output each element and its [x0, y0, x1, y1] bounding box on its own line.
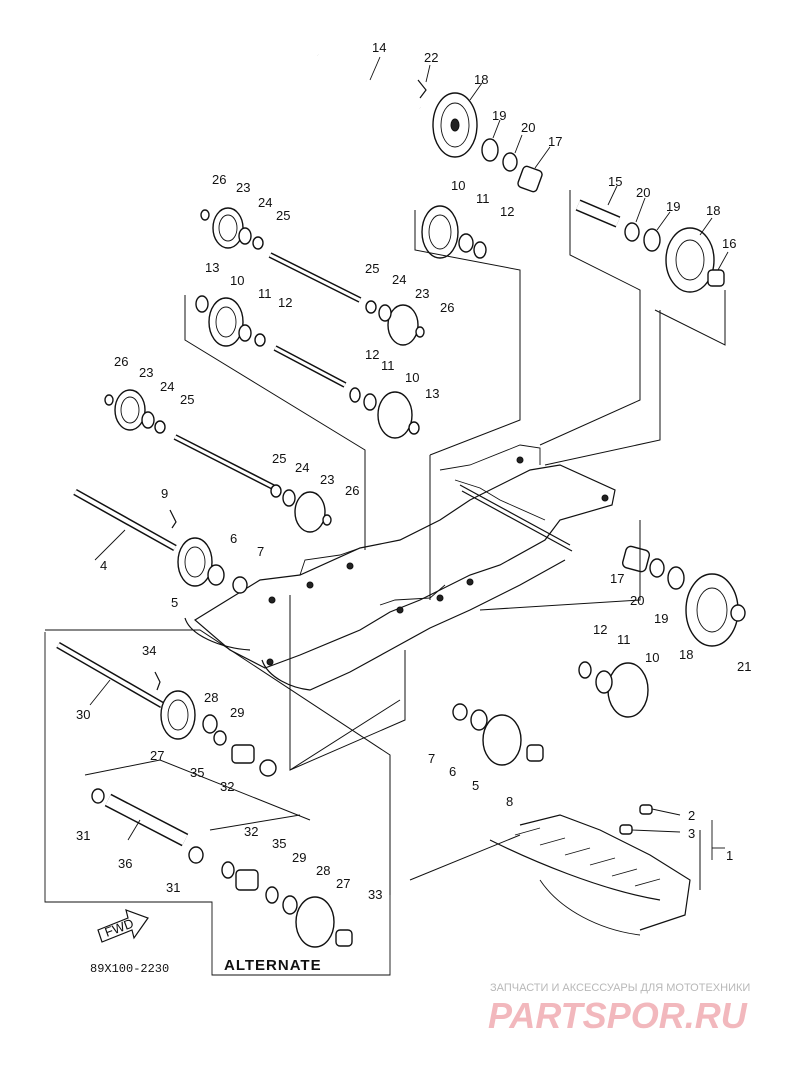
callout-25b: 25: [365, 261, 379, 276]
callout-10a: 10: [451, 178, 465, 193]
callout-19b: 19: [666, 199, 680, 214]
callout-30: 30: [76, 707, 90, 722]
callout-26a: 26: [212, 172, 226, 187]
callout-24d: 24: [295, 460, 309, 475]
callout-leaders: [89, 56, 729, 860]
callout-22: 22: [424, 50, 438, 65]
callout-18c: 18: [679, 647, 693, 662]
callout-11d: 11: [617, 632, 631, 647]
callout-23a: 23: [236, 180, 250, 195]
callout-1: 1: [726, 848, 733, 863]
callout-24c: 24: [160, 379, 174, 394]
callout-24a: 24: [258, 195, 272, 210]
callout-9: 9: [161, 486, 168, 501]
callout-12b: 12: [278, 295, 292, 310]
callout-7a: 7: [257, 544, 264, 559]
callout-6b: 6: [449, 764, 456, 779]
callout-3: 3: [688, 826, 695, 841]
callout-15: 15: [608, 174, 622, 189]
fwd-arrow-icon: FWD: [97, 909, 149, 943]
callout-19a: 19: [492, 108, 506, 123]
fwd-label: FWD: [103, 916, 136, 940]
callout-29a: 29: [230, 705, 244, 720]
callout-35a: 35: [190, 765, 204, 780]
small-parts: [91, 79, 746, 947]
callout-24b: 24: [392, 272, 406, 287]
watermark-line2: PARTSPOR.RU: [488, 995, 748, 1036]
watermark: ЗАПЧАСТИ И АКСЕССУАРЫ ДЛЯ МОТОТЕХНИКИ PA…: [488, 982, 750, 1036]
callout-10c: 10: [405, 370, 419, 385]
callout-27b: 27: [336, 876, 350, 891]
callout-5a: 5: [171, 595, 178, 610]
callout-28b: 28: [316, 863, 330, 878]
callout-23d: 23: [320, 472, 334, 487]
callout-26b: 26: [440, 300, 454, 315]
callout-11a: 11: [476, 191, 490, 206]
callout-7b: 7: [428, 751, 435, 766]
callout-29b: 29: [292, 850, 306, 865]
callout-25a: 25: [276, 208, 290, 223]
idler-wheels: [114, 92, 739, 948]
callout-17a: 17: [548, 134, 562, 149]
shafts: [56, 53, 621, 847]
callout-32a: 32: [220, 779, 234, 794]
callout-32b: 32: [244, 824, 258, 839]
callout-8: 8: [506, 794, 513, 809]
callout-18b: 18: [706, 203, 720, 218]
callout-17b: 17: [610, 571, 624, 586]
diagram-code: 89X100-2230: [90, 962, 169, 976]
callout-34: 34: [142, 643, 156, 658]
callout-16: 16: [722, 236, 736, 251]
watermark-line1: ЗАПЧАСТИ И АКСЕССУАРЫ ДЛЯ МОТОТЕХНИКИ: [490, 982, 750, 994]
callout-labels: 1 2 3 4 5 5 6 6 7 7 8 9 10 10 10 10 11 1…: [76, 40, 751, 902]
callout-19c: 19: [654, 611, 668, 626]
callout-28a: 28: [204, 690, 218, 705]
callout-12c: 12: [365, 347, 379, 362]
callout-33: 33: [368, 887, 382, 902]
group-lines: [44, 190, 726, 976]
callout-6a: 6: [230, 531, 237, 546]
callout-5b: 5: [472, 778, 479, 793]
callout-31b: 31: [166, 880, 180, 895]
callout-25c: 25: [180, 392, 194, 407]
alternate-label: ALTERNATE: [224, 957, 322, 974]
callout-13b: 13: [425, 386, 439, 401]
callout-18a: 18: [474, 72, 488, 87]
callout-10d: 10: [645, 650, 659, 665]
callout-23c: 23: [139, 365, 153, 380]
callout-21: 21: [737, 659, 751, 674]
callout-26c: 26: [114, 354, 128, 369]
callout-23b: 23: [415, 286, 429, 301]
callout-11c: 11: [381, 358, 395, 373]
callout-4: 4: [100, 558, 107, 573]
callout-14: 14: [372, 40, 386, 55]
callout-12d: 12: [593, 622, 607, 637]
callout-13a: 13: [205, 260, 219, 275]
callout-20b: 20: [636, 185, 650, 200]
callout-27a: 27: [150, 748, 164, 763]
slide-rail-assembly: [184, 444, 616, 691]
callout-36: 36: [118, 856, 132, 871]
callout-20c: 20: [630, 593, 644, 608]
callout-12a: 12: [500, 204, 514, 219]
callout-35b: 35: [272, 836, 286, 851]
callout-11b: 11: [258, 286, 272, 301]
callout-31a: 31: [76, 828, 90, 843]
callout-25d: 25: [272, 451, 286, 466]
callout-20a: 20: [521, 120, 535, 135]
callout-10b: 10: [230, 273, 244, 288]
callout-26d: 26: [345, 483, 359, 498]
callout-2: 2: [688, 808, 695, 823]
track: [489, 804, 691, 936]
